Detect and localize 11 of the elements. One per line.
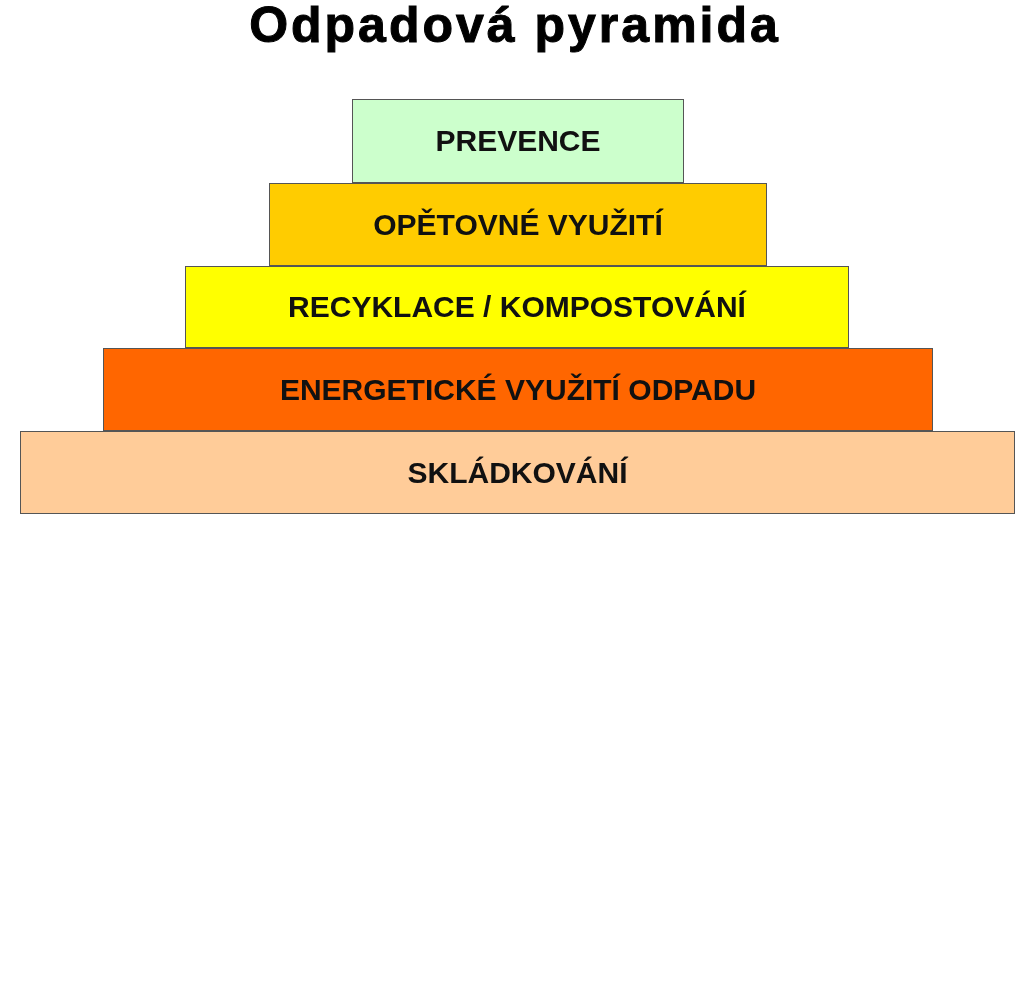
tier-label: OPĚTOVNÉ VYUŽITÍ: [373, 207, 663, 242]
tier-label: ENERGETICKÉ VYUŽITÍ ODPADU: [279, 372, 757, 407]
pyramid-tier: [20, 431, 1015, 514]
pyramid-tier: [185, 266, 849, 348]
tier-label: RECYKLACE / KOMPOSTOVÁNÍ: [288, 290, 746, 324]
pyramid-tier: [269, 183, 767, 266]
pyramid-tier: [352, 99, 684, 183]
pyramid-tier: [103, 348, 933, 431]
tier-label: SKLÁDKOVÁNÍ: [407, 455, 628, 490]
tier-label: PREVENCE: [435, 124, 601, 158]
title: Odpadová pyramida: [249, 0, 781, 53]
